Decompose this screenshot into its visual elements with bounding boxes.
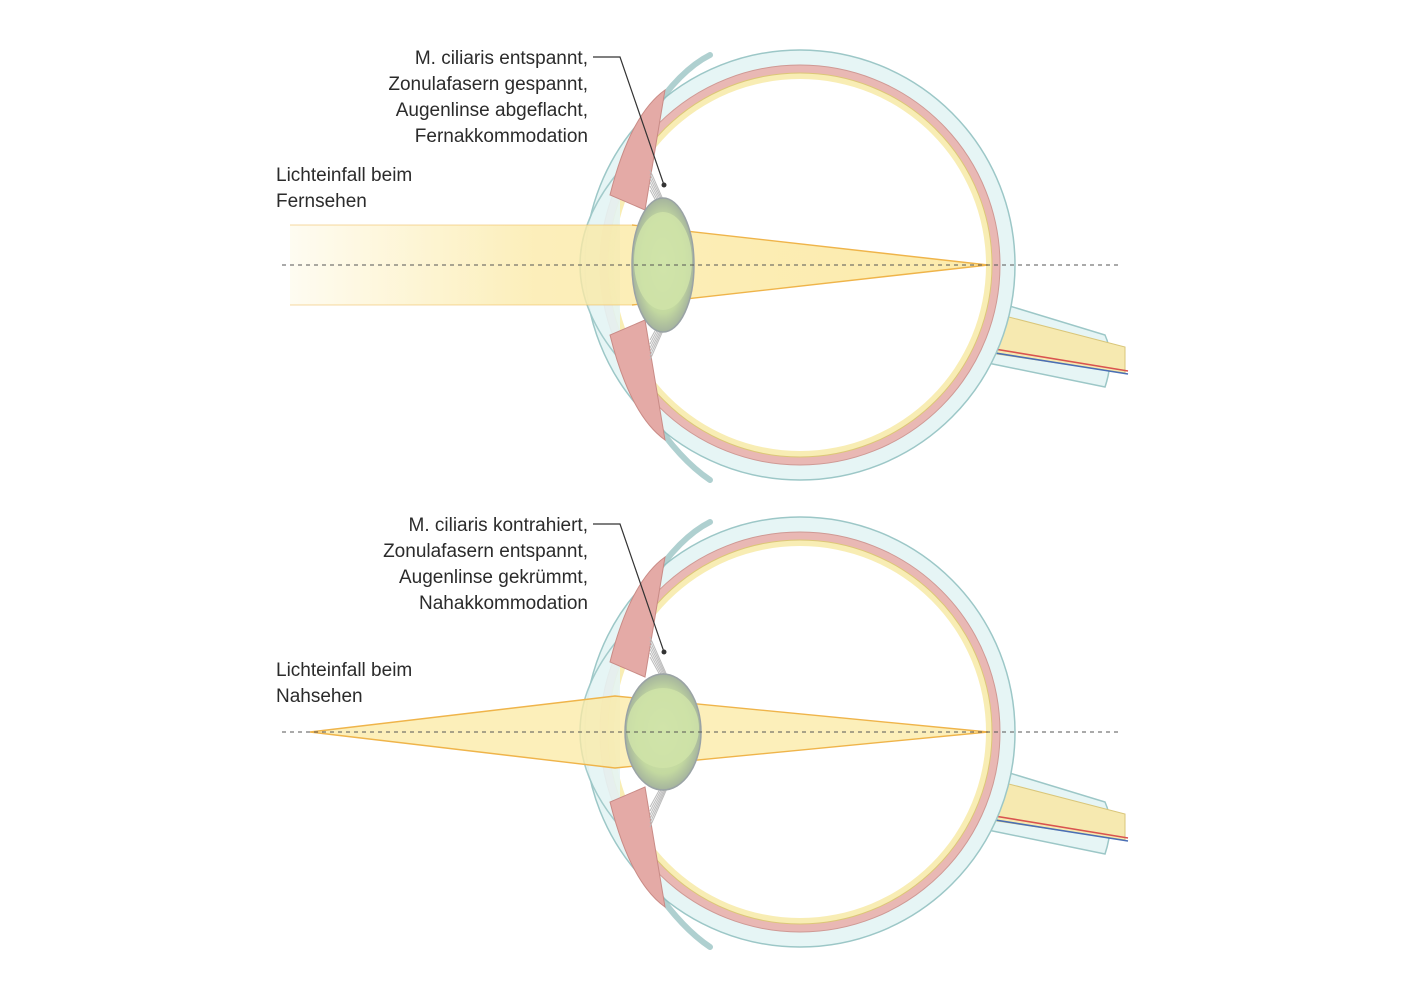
light-line: Lichteinfall beim: [276, 660, 413, 681]
ciliary-body-lower: [609, 786, 666, 909]
leader-dot: [661, 649, 667, 655]
lens-nucleus: [627, 688, 699, 768]
eye-near: [282, 516, 1129, 950]
ciliary-body-upper: [609, 555, 666, 678]
ciliary-body-lower: [609, 319, 666, 442]
state-line: Nahakkommodation: [419, 593, 588, 614]
state-line: Augenlinse gekrümmt,: [398, 567, 588, 588]
light-line: Lichteinfall beim: [276, 165, 413, 186]
state-line: M. ciliaris entspannt,: [414, 48, 588, 69]
state-line: Zonulafasern entspannt,: [383, 541, 588, 562]
eye-far: [282, 49, 1129, 483]
state-line: M. ciliaris kontrahiert,: [408, 515, 589, 536]
light-line: Nahsehen: [276, 686, 363, 707]
light-line: Fernsehen: [276, 191, 367, 212]
leader-dot: [661, 182, 667, 188]
panel-near-state-label: M. ciliaris kontrahiert, Zonulafasern en…: [383, 513, 588, 617]
state-line: Augenlinse abgeflacht,: [395, 100, 588, 121]
panel-far-state-label: M. ciliaris entspannt, Zonulafasern gesp…: [388, 46, 588, 150]
ciliary-body-upper: [609, 88, 666, 211]
state-line: Zonulafasern gespannt,: [388, 74, 588, 95]
panel-far-light-label: Lichteinfall beim Fernsehen: [276, 163, 412, 215]
leader-line: [593, 523, 665, 653]
leader-line: [593, 56, 665, 186]
state-line: Fernakkommodation: [414, 126, 588, 147]
panel-near-light-label: Lichteinfall beim Nahsehen: [276, 658, 412, 710]
lens-nucleus: [634, 212, 692, 310]
optic-nerve: [969, 762, 1129, 855]
